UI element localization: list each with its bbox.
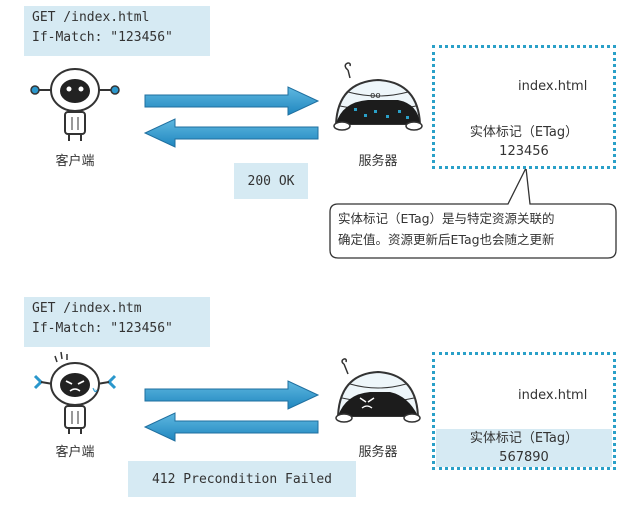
etag-note: 实体标记（ETag）是与特定资源关联的 确定值。资源更新后ETag也会随之更新 [338, 208, 625, 250]
client-label: 客户端 [55, 154, 95, 169]
server-robot-icon: oo [333, 62, 423, 131]
request-line: GET /index.html [32, 10, 150, 25]
if-match-line: If-Match: "123456" [32, 30, 173, 45]
etag-value: 123456 [499, 144, 549, 159]
request-arrow-right [144, 380, 320, 410]
client-label: 客户端 [55, 445, 95, 460]
response-status-box: 412 Precondition Failed [128, 461, 356, 497]
request-header-box: GET /index.html If-Match: "123456" [24, 6, 210, 56]
response-arrow-left [143, 118, 319, 148]
etag-label: 实体标记（ETag） [469, 125, 579, 140]
client-robot-distressed-icon [33, 351, 117, 434]
etag-label: 实体标记（ETag） [436, 429, 612, 448]
server-label: 服务器 [358, 154, 398, 169]
resource-etag-box [432, 45, 616, 169]
file-name: index.html [518, 79, 588, 94]
file-name: index.html [518, 388, 588, 403]
request-arrow-right [144, 86, 320, 116]
if-match-line: If-Match: "123456" [32, 321, 173, 336]
etag-note-line: 确定值。资源更新后ETag也会随之更新 [338, 232, 555, 247]
svg-text:oo: oo [370, 91, 381, 101]
response-status-box: 200 OK [234, 163, 308, 199]
etag-value: 567890 [436, 448, 612, 467]
server-label: 服务器 [358, 445, 398, 460]
response-arrow-left [143, 412, 319, 442]
request-header-box: GET /index.htm If-Match: "123456" [24, 297, 210, 347]
server-robot-sad-icon [335, 358, 421, 423]
etag-note-line: 实体标记（ETag）是与特定资源关联的 [338, 211, 555, 226]
etag-callout-bubble [329, 165, 617, 259]
request-line: GET /index.htm [32, 301, 142, 316]
client-robot-icon [30, 68, 120, 141]
